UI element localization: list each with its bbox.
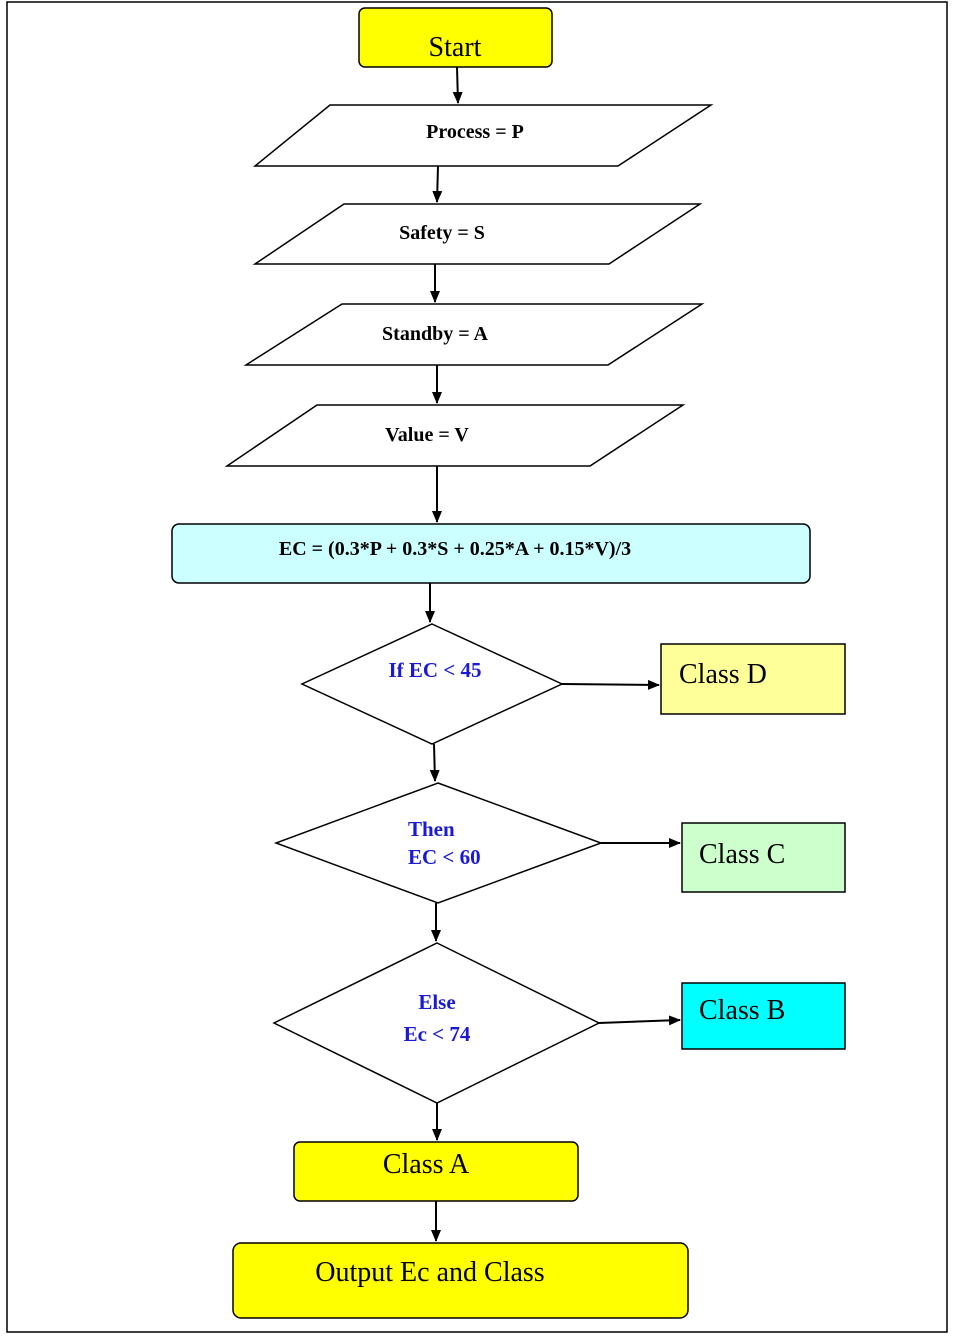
edge-process-safety	[432, 165, 443, 203]
class-d-node: Class D	[660, 643, 846, 715]
standby-input-node: Standby = A	[243, 303, 705, 366]
decision2-label-line2: EC < 60	[408, 845, 481, 869]
formula-process-node: EC = (0.3*P + 0.3*S + 0.25*A + 0.15*V)/3	[171, 523, 811, 584]
value-input-node: Value = V	[224, 404, 686, 467]
class-c-label: Class C	[699, 839, 785, 870]
process-input-node: Process = P	[252, 104, 714, 167]
class-b-node: Class B	[681, 982, 846, 1050]
decision-ec-60: Then EC < 60	[273, 782, 604, 904]
standby-label: Standby = A	[382, 323, 488, 345]
decision3-label-line2: Ec < 74	[404, 1022, 471, 1046]
decision3-label-line1: Else	[418, 990, 455, 1014]
class-d-label: Class D	[679, 659, 767, 690]
start-node: Start	[358, 7, 553, 68]
edge-start-process	[452, 66, 463, 104]
class-c-node: Class C	[681, 822, 846, 893]
class-a-node: Class A	[293, 1141, 579, 1202]
class-b-label: Class B	[699, 995, 785, 1026]
safety-label: Safety = S	[399, 222, 485, 244]
output-node: Output Ec and Class	[232, 1242, 689, 1319]
edge-decision3-class-b	[598, 1015, 681, 1026]
process-label: Process = P	[426, 121, 524, 143]
safety-input-node: Safety = S	[252, 203, 703, 265]
decision-ec-45: If EC < 45	[300, 623, 564, 745]
start-label: Start	[429, 32, 482, 63]
class-a-label: Class A	[383, 1149, 470, 1180]
value-label: Value = V	[385, 424, 469, 446]
formula-label: EC = (0.3*P + 0.3*S + 0.25*A + 0.15*V)/3	[279, 538, 631, 560]
edge-decision1-class-d	[561, 679, 660, 690]
decision2-label-line1: Then	[408, 817, 455, 841]
outer-frame	[6, 1, 948, 1333]
edge-decision1-decision2	[429, 743, 440, 782]
decision-ec-74: Else Ec < 74	[272, 942, 601, 1104]
output-label: Output Ec and Class	[315, 1257, 544, 1288]
decision1-label: If EC < 45	[388, 658, 481, 682]
